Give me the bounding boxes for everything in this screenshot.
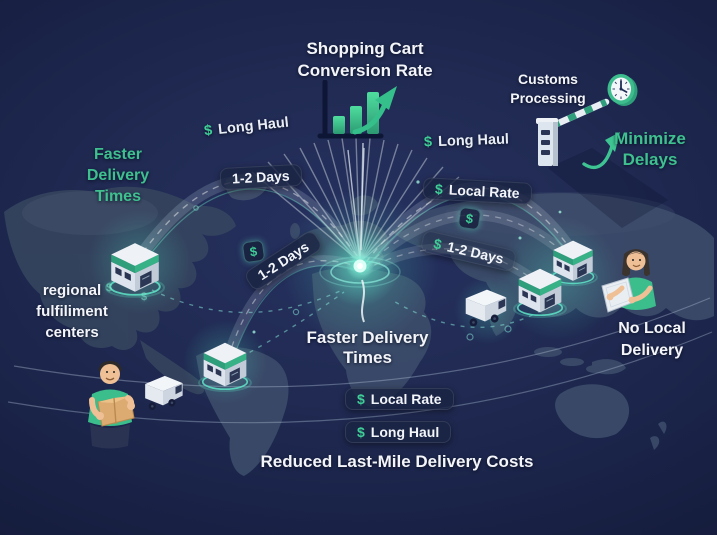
route-pill-text: Local Rate <box>370 391 442 407</box>
warehouse-icon <box>512 266 568 318</box>
person-with-tablet-icon <box>601 249 656 313</box>
dollar-icon: $ <box>357 391 365 407</box>
delivery-hub-glow <box>319 226 401 306</box>
dollar-icon: $ <box>432 235 444 253</box>
bar-chart-growth-icon <box>317 80 397 139</box>
minimize-delays-label: Minimize Delays <box>614 129 686 170</box>
customs-barrier-icon <box>536 98 610 166</box>
dollar-badge-left-arc: $ <box>241 239 266 264</box>
dollar-icon: $ <box>423 134 433 151</box>
dollar-icon: $ <box>106 282 113 294</box>
dollar-badge-right-arc: $ <box>457 206 482 231</box>
route-pill-local-rate-bottom: $ Local Rate <box>345 388 454 410</box>
route-label-long-haul-right: $ Long Haul <box>424 132 509 151</box>
route-pill-text: Long Haul <box>370 424 440 440</box>
faster-delivery-times-left-label: Faster Delivery Times <box>86 146 150 205</box>
person-with-package-icon <box>88 361 135 449</box>
route-pill-days-left: 1-2 Days <box>219 163 303 191</box>
no-local-delivery-label: No Local Delivery <box>618 320 686 359</box>
warehouse-icon <box>197 340 253 392</box>
dollar-icon: $ <box>203 122 214 140</box>
dollar-icon: $ <box>464 210 475 227</box>
minimize-delays-arrow-icon <box>582 132 620 170</box>
route-pill-long-haul-bottom: $ Long Haul <box>345 421 452 443</box>
customs-processing-label: Customs Processing <box>510 71 586 106</box>
route-pill-text: Local Rate <box>448 181 520 202</box>
delivery-van-icon <box>458 283 512 331</box>
regional-fulfillment-centers-label: regional fulfiliment centers <box>36 282 108 341</box>
dollar-icon: $ <box>141 291 148 303</box>
shopping-cart-conversion-title: Shopping Cart Conversion Rate <box>297 39 433 81</box>
barrier-shadow <box>548 148 668 228</box>
warehouse-icon <box>104 240 166 298</box>
clock-icon <box>607 74 638 106</box>
dashed-local-routes <box>151 205 551 363</box>
reduced-last-mile-label: Reduced Last-Mile Delivery Costs <box>260 452 534 471</box>
route-label-text: Long Haul <box>437 131 510 150</box>
dollar-icon: $ <box>357 424 365 440</box>
route-pill-text: 1-2 Days <box>231 167 290 187</box>
faster-delivery-times-center-label: Faster Delivery Times <box>306 328 429 367</box>
dollar-icon: $ <box>248 243 259 260</box>
dollar-icon: $ <box>434 180 444 198</box>
connector-lines <box>360 142 365 323</box>
